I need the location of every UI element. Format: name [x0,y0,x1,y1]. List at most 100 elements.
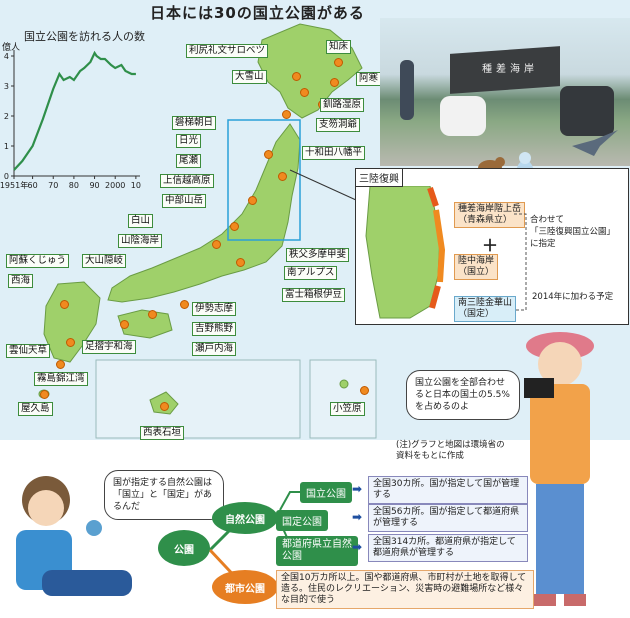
park-dot [334,58,343,67]
honshu-shape [107,123,301,303]
park-label: 十和田八幡平 [302,146,366,160]
park-label: 尾瀬 [176,154,202,168]
park-dot [292,72,301,81]
tanesashi-box: 種差海岸階上岳 （青森県立） [454,202,526,228]
park-label: 白山 [128,214,154,228]
park-label: 小笠原 [330,402,365,416]
park-dot [360,386,369,395]
park-label: 磐梯朝日 [172,116,217,130]
kokutei-node: 国定公園 [276,510,328,531]
y-tick-label: 1 [4,142,9,151]
year-note: 2014年に加わる予定 [532,292,614,302]
park-dot [120,320,129,329]
person-figure [400,60,414,120]
park-label: 南アルプス [284,266,338,280]
x-tick-label: 90 [89,181,99,190]
chart-unit: 億人 [2,43,21,53]
park-label: 日光 [176,134,202,148]
park-label: 西海 [8,274,34,288]
park-dot [236,258,245,267]
diagram-root: 公園 [158,530,210,566]
arrow-icon: ➡ [352,482,363,496]
park-dot [330,78,339,87]
park-dot [282,110,291,119]
park-dot [40,390,49,399]
park-label: 伊勢志摩 [192,302,237,316]
park-label: 釧路湿原 [320,98,365,112]
park-label: 富士箱根伊豆 [282,288,346,302]
park-label: 吉野熊野 [192,322,237,336]
park-dot [148,310,157,319]
kokuritsu-desc: 全国30カ所。国が指定して国が管理する [368,476,528,504]
page-title: 日本には30の国立公園がある [150,4,365,22]
kokuritsu-node: 国立公園 [300,482,352,503]
park-label: 足摺宇和海 [82,340,136,354]
y-tick-label: 0 [4,172,9,181]
x-tick-label: 2000 [105,181,125,190]
arrow-icon: ➡ [352,540,363,554]
park-label: 阿蘇くじゅう [6,254,70,268]
natural-parks-node: 自然公園 [212,502,278,534]
kyushu-shape [43,281,101,363]
bird-icon [572,130,618,156]
park-label: 西表石垣 [140,426,185,440]
park-label: 大山隠岐 [82,254,127,268]
kokutei-desc: 全国56カ所。国が指定して都道府県が管理する [368,504,528,532]
boy-speech-bubble: 国が指定する自然公園は「国立」と「国定」があるんだ [104,470,224,520]
park-dot [278,172,287,181]
park-label: 利尻礼文サロベツ [186,44,269,58]
park-dot [212,240,221,249]
park-dot [248,196,257,205]
park-dot [160,402,169,411]
source-note: (注)グラフと地図は環境省の資料をもとに作成 [396,440,505,461]
prefectural-desc: 全国314カ所。都道府県が指定して都道府県が管理する [368,534,528,562]
urban-desc: 全国10万カ所以上。国や都道府県、市町村が土地を取得して造る。住民のレクリエーシ… [276,570,534,609]
x-tick-label: 10 [131,181,141,190]
prefectural-node: 都道府県立自然公園 [276,536,358,566]
park-dot [180,300,189,309]
x-tick-label: 1951年 [0,180,28,190]
y-tick-label: 4 [4,52,9,61]
girl-illustration [524,332,594,606]
park-label: 霧島錦江湾 [34,372,88,386]
tohoku-coast-map [365,186,446,319]
park-label: 瀬戸内海 [192,342,237,356]
boy-illustration [16,476,132,596]
park-label: 中部山岳 [162,194,207,208]
x-tick-label: 80 [69,181,79,190]
x-tick-label: 70 [48,181,58,190]
park-label: 上信越高原 [160,174,214,188]
park-label: 雲仙天草 [6,344,51,358]
merge-note: 合わせて 「三陸復興国立公園」 に指定 [530,215,616,249]
rikuchu-box: 陸中海岸 （国立） [454,254,499,280]
visitor-series-line [13,50,136,171]
park-label: 山陰海岸 [118,234,163,248]
park-label: 屋久島 [18,402,53,416]
park-label: 阿寒 [356,72,382,86]
shikoku-shape [117,309,173,339]
urban-parks-node: 都市公園 [212,570,278,604]
park-label: 大雪山 [232,70,267,84]
park-label: 秩父多摩甲斐 [286,248,350,262]
park-label: 支笏洞爺 [316,118,361,132]
bracket-line [514,213,527,311]
arrow-icon: ➡ [352,510,363,524]
park-dot [56,360,65,369]
minamisanriku-box: 南三陸金華山 （国定） [454,296,517,322]
park-label: 知床 [326,40,352,54]
plus-sign: ＋ [482,236,499,255]
x-tick-label: 60 [27,181,37,190]
inset-label: 三陸復興 [355,168,403,187]
girl-speech-bubble: 国立公園を全部合わせると日本の国土の5.5%を占めるのよ [406,370,520,420]
monument-text: 種差海岸 [482,64,538,75]
park-dot [264,150,273,159]
park-dot [230,222,239,231]
park-dot [300,88,309,97]
chart-title: 国立公園を訪れる人の数 [24,30,145,43]
person-figure [560,86,614,136]
park-dot [66,338,75,347]
park-dot [60,300,69,309]
y-tick-label: 3 [4,82,9,91]
y-tick-label: 2 [4,112,9,121]
